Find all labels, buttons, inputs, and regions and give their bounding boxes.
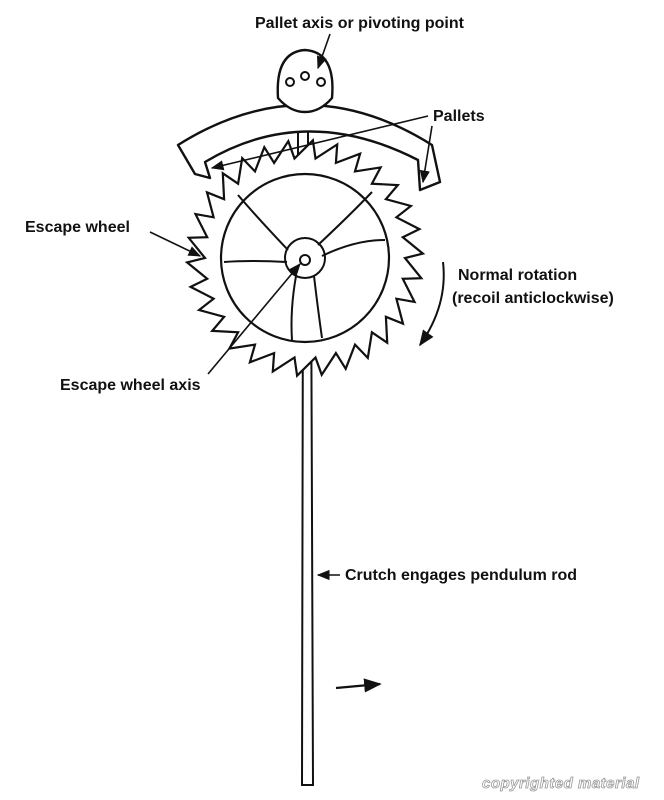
- label-pallets: Pallets: [433, 108, 485, 125]
- escape-wheel: [184, 137, 426, 379]
- label-escape-wheel-axis: Escape wheel axis: [60, 377, 201, 394]
- label-normal-rotation: Normal rotation (recoil anticlockwise): [452, 267, 614, 307]
- leader-pallet-left: [210, 115, 429, 171]
- leader-escape-wheel-axis: [207, 263, 301, 375]
- label-escape-wheel: Escape wheel: [25, 219, 130, 236]
- spoke-lower: [290, 275, 323, 341]
- label-normal-rotation-line1: Normal rotation: [458, 267, 577, 284]
- label-crutch: Crutch engages pendulum rod: [345, 567, 577, 584]
- leader-pallet-axis: [317, 33, 331, 70]
- pivot-hole-center: [300, 71, 310, 81]
- rotation-arrow: [419, 261, 445, 347]
- label-pallet-axis: Pallet axis or pivoting point: [255, 15, 465, 32]
- pallet-arm: [176, 103, 442, 192]
- watermark: copyrighted material: [482, 775, 640, 792]
- spoke-upper-right: [317, 191, 386, 257]
- spoke-left: [223, 194, 289, 263]
- leader-escape-wheel: [149, 231, 202, 257]
- escape-wheel-axis-hole: [299, 254, 311, 266]
- leader-pallet-right: [419, 125, 433, 184]
- pivot-hole-left: [285, 77, 295, 87]
- pivot-hole-right: [316, 77, 326, 87]
- swing-direction-arrow: [335, 678, 382, 693]
- label-normal-rotation-line2: (recoil anticlockwise): [452, 290, 614, 307]
